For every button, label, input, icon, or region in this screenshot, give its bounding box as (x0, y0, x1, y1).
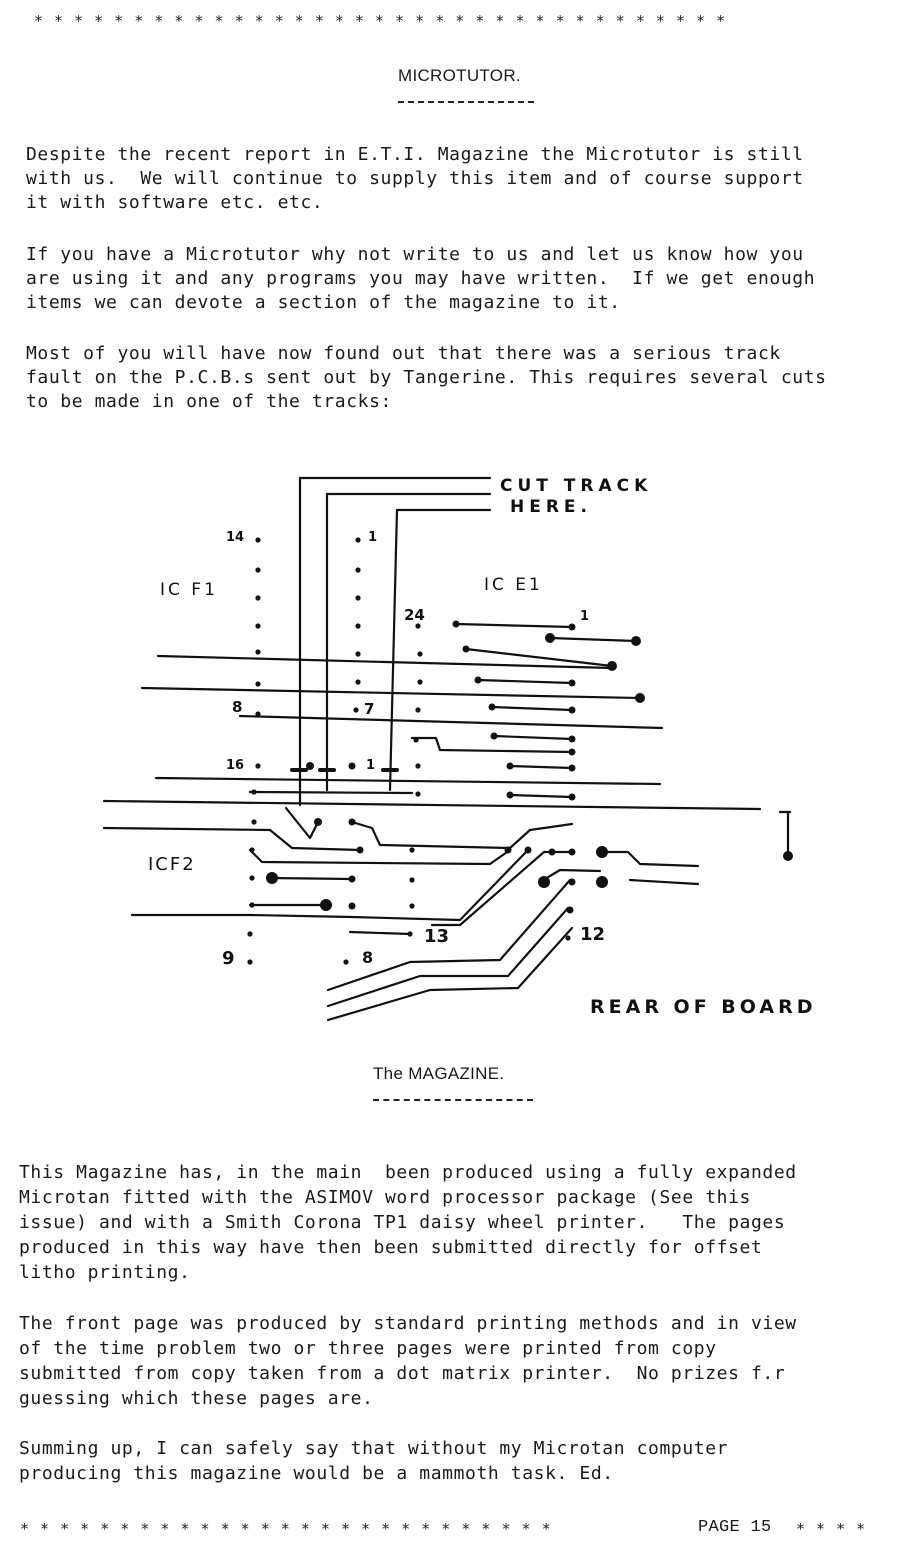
section-title-microtutor: MICROTUTOR. (398, 66, 521, 85)
title-underline (373, 1099, 533, 1101)
pin-label: 1 (368, 530, 378, 545)
paragraph-line: guessing which these pages are. (19, 1388, 374, 1409)
ic-f2-label: ICF2 (148, 854, 196, 875)
paragraph-line: items we can devote a section of the mag… (26, 292, 621, 313)
paragraph-line: Microtan fitted with the ASIMOV word pro… (19, 1187, 751, 1208)
page-number: PAGE 15 (698, 1518, 772, 1537)
pin-label: 13 (424, 926, 450, 947)
pin-label: 1 (366, 758, 376, 773)
paragraph-line: with us. We will continue to supply this… (26, 168, 804, 189)
paragraph-line: issue) and with a Smith Corona TP1 daisy… (19, 1212, 786, 1233)
paragraph-line: are using it and any programs you may ha… (26, 268, 816, 289)
paragraph-line: to be made in one of the tracks: (26, 391, 392, 412)
paragraph-line: Most of you will have now found out that… (26, 343, 781, 364)
paragraph-line: If you have a Microtutor why not write t… (26, 244, 804, 265)
paragraph-line: Despite the recent report in E.T.I. Maga… (26, 144, 804, 165)
section-title-magazine: The MAGAZINE. (373, 1064, 505, 1083)
pin-label: 8 (362, 948, 374, 967)
paragraph-line: producing this magazine would be a mammo… (19, 1463, 614, 1484)
paragraph-line: fault on the P.C.B.s sent out by Tangeri… (26, 367, 827, 388)
pin-label: 1 (580, 609, 590, 624)
paragraph-line: of the time problem two or three pages w… (19, 1338, 717, 1359)
header-star-border: * * * * * * * * * * * * * * * * * * * * … (34, 12, 727, 30)
pin-label: 12 (580, 924, 606, 945)
title-underline (398, 101, 534, 103)
paragraph-line: litho printing. (19, 1262, 191, 1283)
footer-star-border: * * * * * * * * * * * * * * * * * * * * … (20, 1520, 552, 1538)
ic-f1-label: IC F1 (160, 580, 218, 600)
footer-star-border-right: * * * * (796, 1520, 867, 1538)
paragraph-line: submitted from copy taken from a dot mat… (19, 1363, 786, 1384)
pin-label: 16 (226, 758, 245, 773)
paragraph-line: This Magazine has, in the main been prod… (19, 1162, 797, 1183)
pin-label: 8 (232, 698, 243, 716)
cut-track-label-2: HERE. (510, 497, 593, 517)
cut-track-label: CUT TRACK (500, 476, 653, 496)
paragraph-line: it with software etc. etc. (26, 192, 324, 213)
paragraph-line: Summing up, I can safely say that withou… (19, 1438, 729, 1459)
pin-label: 9 (222, 948, 235, 969)
ic-e1-label: IC E1 (484, 575, 543, 595)
rear-of-board-label: REAR OF BOARD (590, 996, 817, 1018)
pin-label: 7 (364, 700, 375, 718)
paragraph-line: The front page was produced by standard … (19, 1313, 797, 1334)
pin-label: 24 (404, 606, 425, 624)
pin-label: 14 (226, 530, 245, 545)
paragraph-line: produced in this way have then been subm… (19, 1237, 763, 1258)
